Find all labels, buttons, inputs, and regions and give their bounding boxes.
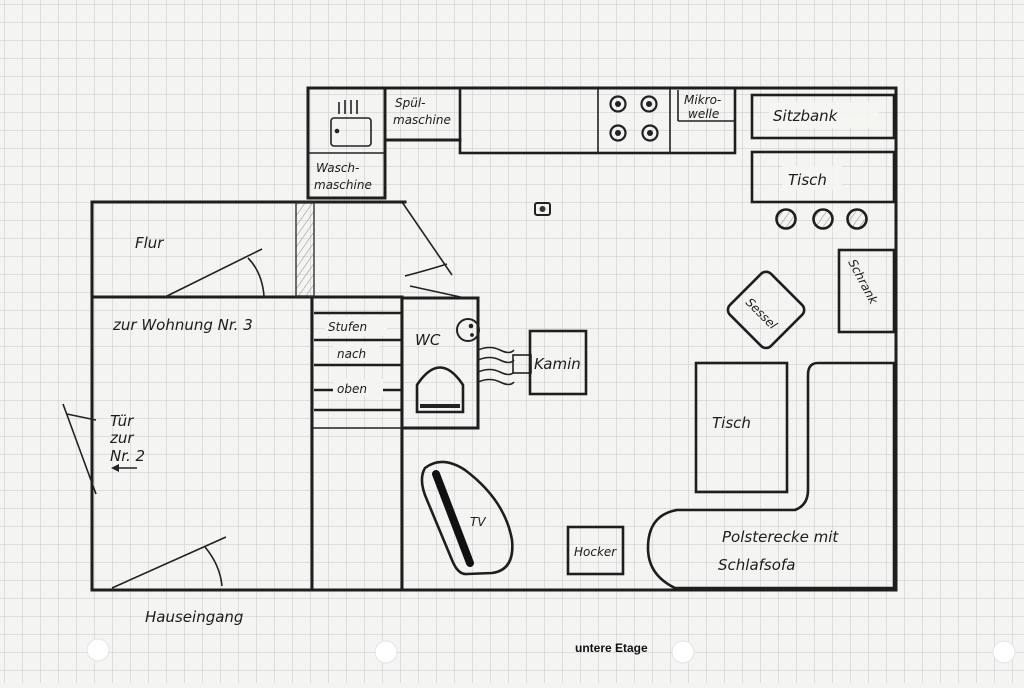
svg-text:Tisch: Tisch — [788, 171, 827, 189]
svg-text:Wasch-: Wasch- — [316, 161, 359, 175]
wc-room: WC — [415, 318, 480, 414]
label-hauseingang: Hauseingang — [145, 608, 243, 626]
tisch-living: Tisch — [694, 361, 789, 494]
exterior-walls — [90, 86, 898, 592]
tv: TV — [420, 460, 514, 576]
room-label-flur: Flur — [135, 234, 164, 252]
hatched-column — [295, 202, 315, 297]
stove-burners — [609, 95, 659, 142]
tisch-kitchen: Tisch — [750, 150, 896, 204]
hocker: Hocker — [566, 525, 625, 576]
ceiling-lamp-icon — [534, 202, 551, 216]
kitchen-counter — [458, 86, 737, 155]
door-swings — [62, 201, 466, 589]
svg-text:oben: oben — [337, 382, 367, 396]
svg-text:Hocker: Hocker — [574, 545, 617, 559]
svg-text:maschine: maschine — [314, 178, 372, 192]
kitchen-sink — [330, 100, 372, 147]
svg-text:TV: TV — [470, 515, 486, 529]
svg-text:Mikro-: Mikro- — [684, 93, 721, 107]
polsterecke: Polsterecke mit Schlafsofa — [646, 361, 896, 590]
svg-text:Sitzbank: Sitzbank — [773, 107, 839, 125]
interior-walls — [90, 295, 480, 592]
svg-text:welle: welle — [688, 107, 719, 121]
svg-text:maschine: maschine — [393, 113, 451, 127]
sitzbank: Sitzbank — [750, 93, 896, 140]
stools — [775, 208, 868, 230]
appliance-waschmaschine: Wasch- maschine — [314, 161, 372, 192]
svg-text:zur: zur — [109, 429, 134, 447]
appliance-mikrowelle: Mikro- welle — [684, 93, 721, 121]
label-zur-wohnung: zur Wohnung Nr. 3 — [112, 316, 253, 334]
svg-text:Schlafsofa: Schlafsofa — [718, 556, 795, 574]
label-tuer-nr2: Tür zur Nr. 2 — [109, 412, 145, 472]
svg-text:nach: nach — [337, 347, 366, 361]
caption-untere-etage: untere Etage — [575, 641, 648, 655]
stairs: Stufen nach oben — [314, 311, 402, 412]
svg-text:Kamin: Kamin — [534, 355, 581, 373]
svg-text:Nr. 2: Nr. 2 — [110, 447, 145, 465]
svg-text:Stufen: Stufen — [328, 320, 367, 334]
svg-text:WC: WC — [415, 331, 441, 349]
svg-text:Polsterecke mit: Polsterecke mit — [722, 528, 839, 546]
appliance-spuelmaschine: Spül- maschine — [393, 96, 451, 127]
svg-text:Spül-: Spül- — [395, 96, 426, 110]
svg-text:Tür: Tür — [110, 412, 134, 430]
svg-text:Tisch: Tisch — [712, 414, 751, 432]
punch-holes — [86, 638, 1016, 664]
kamin: Kamin — [477, 329, 588, 396]
